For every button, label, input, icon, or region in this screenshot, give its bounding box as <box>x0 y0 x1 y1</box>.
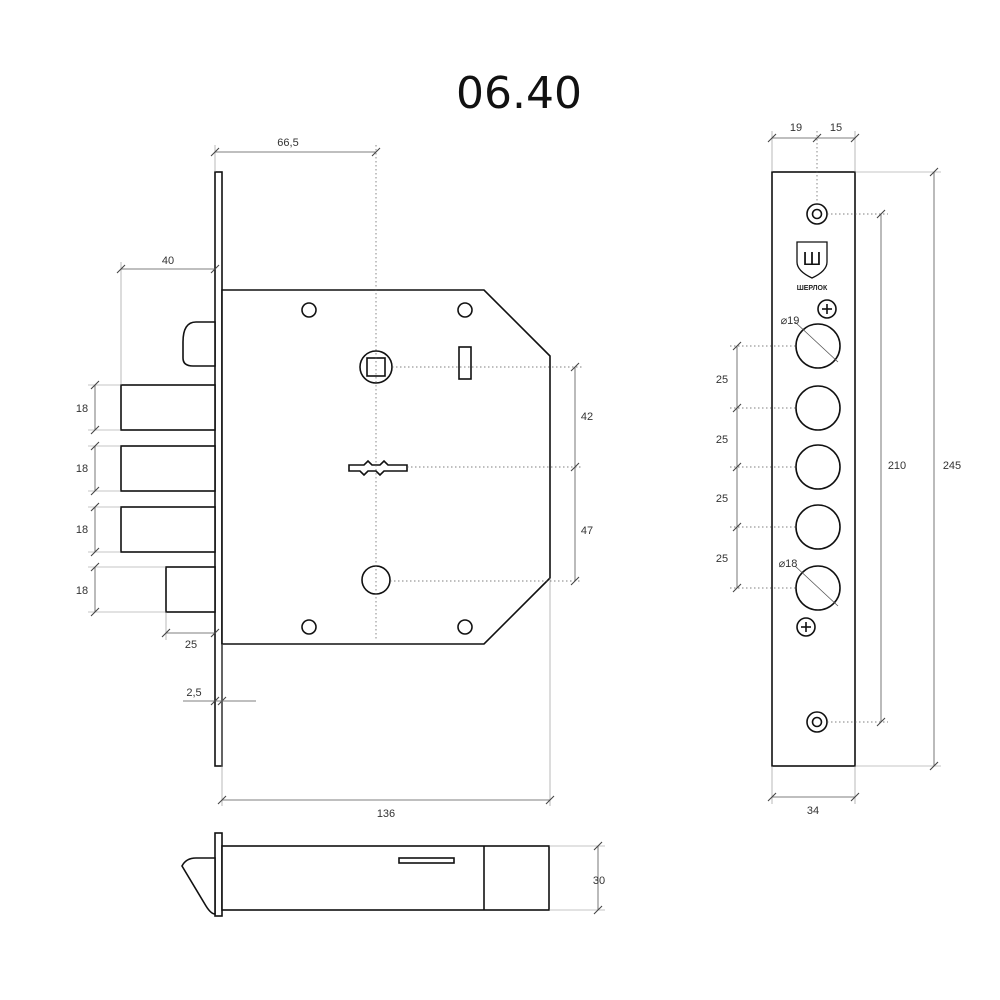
dim-bolt-pitch-4: 25 <box>716 553 728 565</box>
bolt-hole-2 <box>795 385 841 431</box>
dim-left-offset: 19 <box>790 122 802 134</box>
side-view: 30 <box>181 832 605 917</box>
brand-logo-letter: Ш <box>802 249 821 270</box>
latch-bolt <box>182 321 216 367</box>
dim-right-offset: 15 <box>830 122 842 134</box>
side-faceplate <box>214 832 223 917</box>
dim-hole-diameter-bottom: ⌀18 <box>779 558 798 570</box>
bolt-hole-1 <box>795 323 841 369</box>
dim-spindle-distance: 66,5 <box>277 137 298 149</box>
dim-screw-spacing: 210 <box>888 460 906 472</box>
dim-hole-diameter-top: ⌀19 <box>781 315 800 327</box>
faceplate-strip <box>771 171 856 767</box>
deadbolt-4 <box>165 566 216 613</box>
dim-spindle-to-key: 42 <box>581 411 593 423</box>
dim-bolt-height-3: 18 <box>76 524 88 536</box>
mount-hole-bottom-left <box>301 619 317 635</box>
front-view <box>120 171 551 767</box>
faceplate-view-dimensions: 19 15 25 25 25 25 210 245 <box>716 122 961 817</box>
bolt-hole-3 <box>795 444 841 490</box>
mount-hole-top-right <box>457 302 473 318</box>
deadbolt-3 <box>120 506 216 553</box>
phillips-screw-top <box>817 299 837 319</box>
phillips-screw-bottom <box>796 617 816 637</box>
dim-faceplate-depth: 30 <box>593 875 605 887</box>
side-body <box>221 845 550 911</box>
front-view-dimensions: 66,5 40 18 18 18 18 <box>76 137 593 820</box>
side-latch <box>181 857 216 915</box>
keyhole <box>348 459 408 477</box>
dim-bolt-pitch-2: 25 <box>716 434 728 446</box>
dim-body-width: 136 <box>377 808 395 820</box>
mount-hole-bottom-right <box>457 619 473 635</box>
lever-slot <box>458 346 472 380</box>
dim-total-length: 245 <box>943 460 961 472</box>
dim-key-to-cylinder: 47 <box>581 525 593 537</box>
bottom-screw-hole-inner <box>811 716 823 728</box>
dim-faceplate-thickness: 2,5 <box>186 687 201 699</box>
bolt-hole-5 <box>795 565 841 611</box>
model-title: 06.40 <box>456 68 582 119</box>
dim-faceplate-width: 34 <box>807 805 819 817</box>
faceplate-view: Ш ШЕРЛОК ⌀19 ⌀18 <box>771 171 856 767</box>
brand-logo-icon <box>796 241 828 279</box>
bolt-hole-4 <box>795 504 841 550</box>
side-slot <box>398 857 455 864</box>
dim-bolt-height-1: 18 <box>76 403 88 415</box>
top-screw-hole-inner <box>811 208 823 220</box>
deadbolt-2 <box>120 445 216 492</box>
dim-bolt-offset: 25 <box>185 639 197 651</box>
mount-hole-top-left <box>301 302 317 318</box>
dim-bolt-pitch-1: 25 <box>716 374 728 386</box>
brand-name: ШЕРЛОК <box>797 285 828 292</box>
front-faceplate <box>214 171 223 767</box>
dim-bolt-height-4: 18 <box>76 585 88 597</box>
dim-bolt-pitch-3: 25 <box>716 493 728 505</box>
dim-bolt-height-2: 18 <box>76 463 88 475</box>
deadbolt-1 <box>120 384 216 431</box>
dim-bolt-projection: 40 <box>162 255 174 267</box>
